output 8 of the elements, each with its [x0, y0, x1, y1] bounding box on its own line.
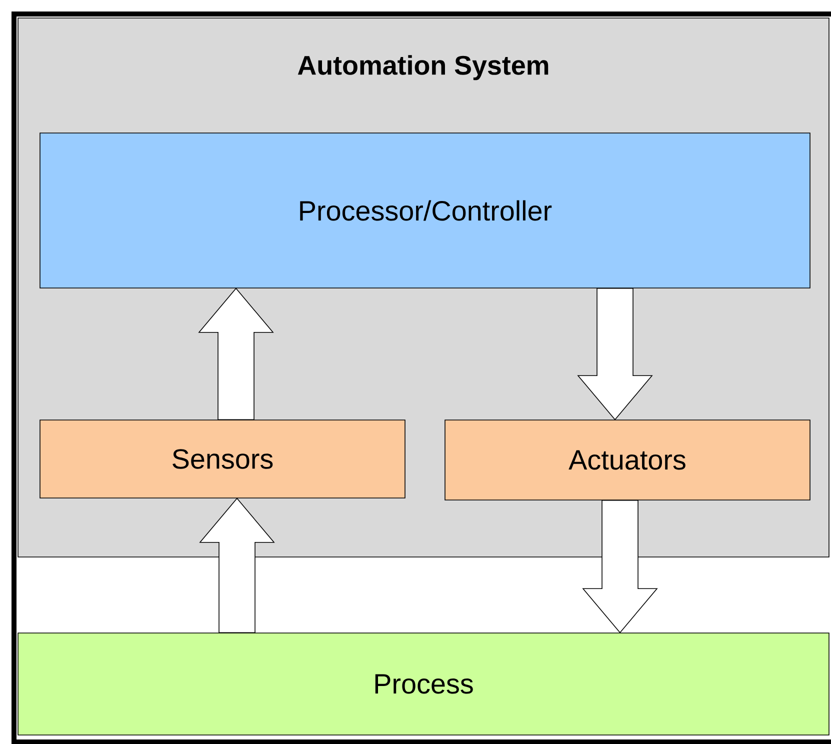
actuator-box: Actuators: [444, 420, 810, 500]
block-arrow: [577, 288, 653, 420]
block-arrow: [198, 288, 274, 420]
controller-box: Processor/Controller: [40, 132, 810, 288]
sensor-box: Sensors: [40, 420, 406, 498]
block-arrow: [582, 500, 658, 634]
process-box: Process: [18, 632, 830, 736]
block-arrow: [199, 498, 275, 633]
